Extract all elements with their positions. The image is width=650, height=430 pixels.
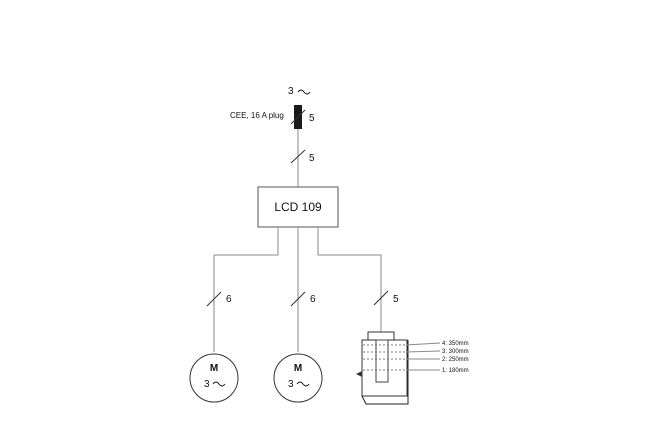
level-label-1: 1: 180mm xyxy=(442,368,469,374)
motor-circle-1 xyxy=(189,353,239,403)
ac-tilde-icon xyxy=(212,381,226,387)
motor-circle-2 xyxy=(273,353,323,403)
ac-tilde-icon xyxy=(297,89,311,95)
motor-phase-2: 3 xyxy=(288,379,294,390)
motor-label-1: M xyxy=(210,363,218,374)
branch-conductor-count-3: 5 xyxy=(393,294,399,305)
level-label-2: 2: 250mm xyxy=(442,357,469,363)
plug-slash xyxy=(290,109,306,125)
branch-wire-1 xyxy=(213,227,279,352)
sensor-tank-outline xyxy=(361,340,409,405)
plug-label: CEE, 16 A plug xyxy=(230,111,284,120)
plug-conductor-count: 5 xyxy=(309,113,315,124)
supply-phase-text: 3 xyxy=(288,86,294,97)
branch-slash-3 xyxy=(373,290,389,306)
feed-slash xyxy=(290,149,306,164)
motor-1[interactable]: M 3 xyxy=(189,353,239,403)
branch-slash-2 xyxy=(290,291,306,307)
sensor-pointer xyxy=(356,371,362,377)
motor-phase-1: 3 xyxy=(204,379,210,390)
branch-conductor-count-2: 6 xyxy=(310,294,316,305)
motor-2[interactable]: M 3 xyxy=(273,353,323,403)
branch-wire-3 xyxy=(317,227,382,332)
sensor-probe xyxy=(375,339,389,383)
level-label-4: 4: 350mm xyxy=(442,341,469,347)
branch-slash-1 xyxy=(206,291,222,307)
branch-conductor-count-1: 6 xyxy=(226,294,232,305)
ac-tilde-icon xyxy=(296,381,310,387)
level-sensor[interactable] xyxy=(356,331,441,405)
supply-label: 3 xyxy=(288,86,311,97)
leader-line-3 xyxy=(405,350,441,353)
leader-line-4 xyxy=(405,342,441,346)
cee-plug[interactable] xyxy=(290,105,306,129)
motor-label-2: M xyxy=(294,363,302,374)
controller-box xyxy=(257,186,339,228)
controller-label: LCD 109 xyxy=(274,200,322,214)
level-label-3: 3: 300mm xyxy=(442,349,469,355)
sensor-cap xyxy=(367,331,395,341)
feed-conductor-count: 5 xyxy=(309,153,315,164)
controller-lcd109[interactable]: LCD 109 xyxy=(257,186,339,228)
